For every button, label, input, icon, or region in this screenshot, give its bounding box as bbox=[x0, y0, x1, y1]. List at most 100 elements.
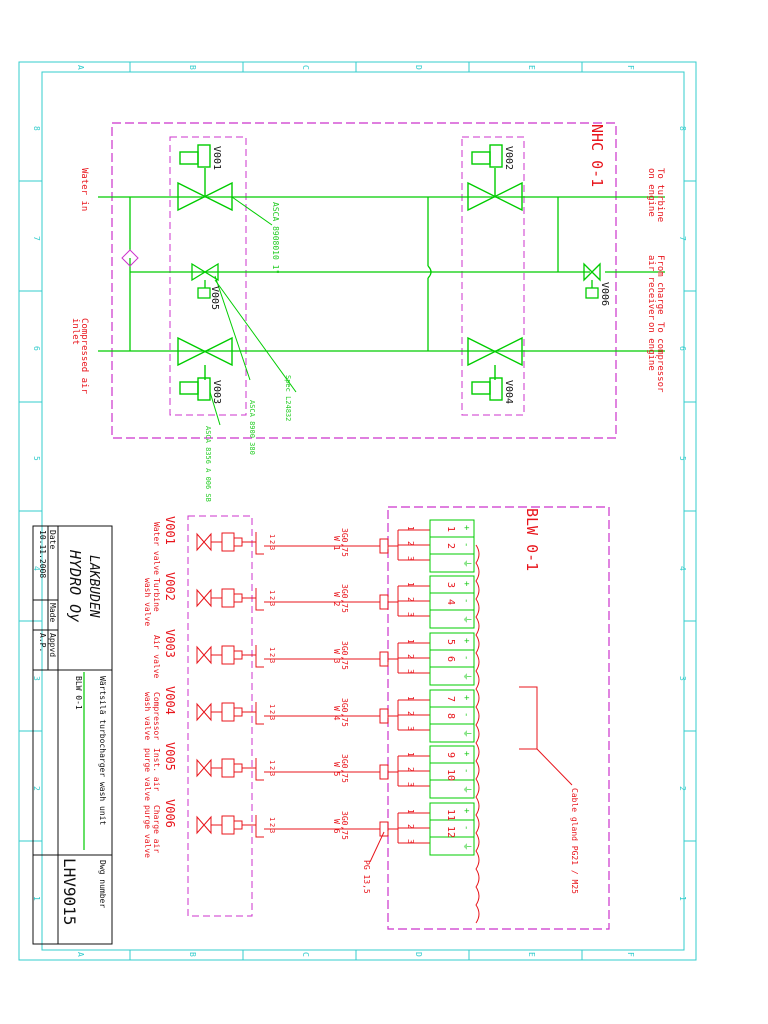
company-name-line-1: LAKBUDEN bbox=[86, 555, 101, 618]
terminal-sign-4-2: - bbox=[461, 712, 471, 717]
terminal-number-7: 7 bbox=[445, 696, 456, 702]
cable-name-4: W 4 bbox=[332, 706, 341, 721]
appvd-label: Appvd bbox=[48, 633, 57, 657]
terminal-block-6 bbox=[429, 802, 475, 856]
terminal-sign-2-1: + bbox=[461, 581, 471, 587]
grid-row-left-6: 6 bbox=[32, 346, 41, 351]
terminal-number-11: 11 bbox=[445, 809, 456, 821]
filter-symbol bbox=[121, 249, 139, 267]
lbl-turbine-line-1: To turbine bbox=[655, 168, 665, 222]
terminal-number-12: 12 bbox=[445, 826, 456, 838]
appvd-value: A.P. bbox=[38, 633, 47, 652]
cable-entry-5 bbox=[379, 764, 389, 780]
nhc-box-label: NHC 0-1 bbox=[588, 124, 606, 187]
date-value: 10.11.2008 bbox=[38, 530, 47, 578]
terminal-number-8: 8 bbox=[445, 713, 456, 719]
terminal-sign-1-1: + bbox=[461, 525, 471, 531]
actuator-coil-3 bbox=[221, 645, 235, 665]
plug-wire-number-5-2: 2 bbox=[268, 766, 276, 770]
pipe-label-water-in: Water in bbox=[79, 168, 89, 211]
terminal-wire-number-3-1: 1 bbox=[406, 639, 415, 644]
terminal-number-5: 5 bbox=[445, 639, 456, 645]
actuator-valve-symbol-5 bbox=[196, 758, 212, 778]
grid-column-top-D: D bbox=[414, 65, 423, 70]
terminal-wire-number-1-1: 1 bbox=[406, 526, 415, 531]
grid-column-top-A: A bbox=[76, 65, 85, 70]
plug-wire-number-4-3: 3 bbox=[268, 716, 276, 720]
part-ref-asca-3: ASCA 8356 A 006 SB bbox=[204, 426, 212, 502]
terminal-jumper-bridges bbox=[475, 544, 480, 924]
plug-wire-number-3-2: 2 bbox=[268, 653, 276, 657]
actuator-subbox bbox=[187, 515, 253, 917]
terminal-wire-number-3-3: 3 bbox=[406, 669, 415, 674]
actuator-coil-5 bbox=[221, 758, 235, 778]
actuator-coil-1 bbox=[221, 532, 235, 552]
terminal-wire-number-2-1: 1 bbox=[406, 582, 415, 587]
date-label: Date bbox=[48, 530, 57, 549]
grid-row-right-8: 8 bbox=[678, 126, 687, 131]
terminal-wire-number-5-2: 2 bbox=[406, 767, 415, 772]
terminal-wire-number-4-2: 2 bbox=[406, 711, 415, 716]
grid-row-left-2: 2 bbox=[32, 786, 41, 791]
terminal-number-6: 6 bbox=[445, 656, 456, 662]
terminal-wire-number-4-1: 1 bbox=[406, 696, 415, 701]
cable-entry-1 bbox=[379, 538, 389, 554]
terminal-block-5 bbox=[429, 745, 475, 799]
terminal-number-3: 3 bbox=[445, 582, 456, 588]
valve-v002-symbol bbox=[467, 144, 523, 212]
actuator-valve-symbol-2 bbox=[196, 588, 212, 608]
lbl-compressor-line-1: To compressor bbox=[655, 322, 665, 393]
actuator-tag-v003: V003 bbox=[163, 629, 177, 658]
actuator-description-v006-2: purge valve bbox=[143, 805, 152, 858]
terminal-block-1 bbox=[429, 519, 475, 573]
actuator-description-v004-2: wash valve bbox=[143, 692, 152, 740]
grid-column-bottom-C: C bbox=[301, 952, 310, 957]
terminal-sign-5-2: - bbox=[461, 768, 471, 773]
terminal-sign-4-3: ⏚ bbox=[461, 729, 472, 738]
cable-name-2: W 2 bbox=[332, 592, 341, 607]
valve-label-v006: V006 bbox=[599, 282, 610, 306]
terminal-wire-number-5-3: 3 bbox=[406, 782, 415, 787]
terminal-wire-number-3-2: 2 bbox=[406, 654, 415, 659]
valve-label-v003: V003 bbox=[211, 380, 222, 404]
plug-wire-number-6-3: 3 bbox=[268, 829, 276, 833]
title-block bbox=[32, 525, 113, 945]
terminal-sign-2-3: ⏚ bbox=[461, 615, 472, 624]
valve-v005-symbol bbox=[191, 262, 219, 299]
terminal-sign-3-3: ⏚ bbox=[461, 672, 472, 681]
plug-wire-number-4-1: 1 bbox=[268, 704, 276, 708]
grid-row-right-1: 1 bbox=[678, 896, 687, 901]
valve-v004-symbol bbox=[467, 336, 523, 401]
grid-row-right-2: 2 bbox=[678, 786, 687, 791]
plug-wire-number-1-1: 1 bbox=[268, 534, 276, 538]
valve-v001-symbol bbox=[177, 144, 233, 212]
actuator-description-v004-1: Compressor bbox=[152, 692, 161, 740]
drawing-title: Wärtsilä turbocharger wash unit bbox=[98, 676, 107, 825]
terminal-sign-2-2: - bbox=[461, 598, 471, 603]
valve-label-v002: V002 bbox=[503, 146, 514, 170]
grid-column-bottom-B: B bbox=[188, 952, 197, 957]
grid-row-left-4: 4 bbox=[32, 566, 41, 571]
part-ref-asca-1: ASCA 8908010 1" bbox=[271, 202, 280, 274]
terminal-wire-number-2-3: 3 bbox=[406, 612, 415, 617]
grid-row-left-8: 8 bbox=[32, 126, 41, 131]
valve-v006-symbol bbox=[583, 262, 601, 299]
lbl-compressor-line-2: on engine bbox=[646, 322, 656, 371]
dwg-number-label: Dwg number bbox=[98, 860, 107, 908]
actuator-description-v003-1: Air valve bbox=[152, 635, 161, 679]
plug-wire-number-6-2: 2 bbox=[268, 823, 276, 827]
lbl-charge-line-2: air receiver bbox=[646, 255, 656, 321]
actuator-description-v006-1: Charge air bbox=[152, 805, 161, 853]
actuator-tag-v002: V002 bbox=[163, 572, 177, 601]
plug-wire-number-1-3: 3 bbox=[268, 546, 276, 550]
actuator-description-v005-1: Inst. air bbox=[152, 748, 161, 792]
grid-row-right-4: 4 bbox=[678, 566, 687, 571]
terminal-sign-5-1: + bbox=[461, 751, 471, 757]
